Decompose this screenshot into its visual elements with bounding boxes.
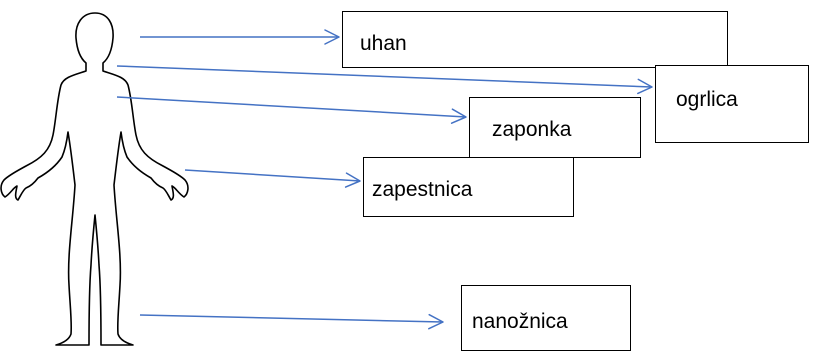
label-zaponka: zaponka	[492, 118, 572, 141]
label-box-ogrlica: ogrlica	[655, 65, 809, 143]
label-ogrlica: ogrlica	[676, 88, 738, 111]
label-zapestnica: zapestnica	[372, 178, 473, 201]
label-box-zaponka: zaponka	[469, 97, 641, 158]
label-box-nanoznica: nanožnica	[461, 285, 631, 351]
label-nanoznica: nanožnica	[472, 310, 568, 333]
label-uhan: uhan	[360, 32, 407, 55]
body-outline	[0, 12, 189, 346]
label-box-zapestnica: zapestnica	[363, 157, 574, 217]
label-box-uhan: uhan	[342, 11, 728, 68]
